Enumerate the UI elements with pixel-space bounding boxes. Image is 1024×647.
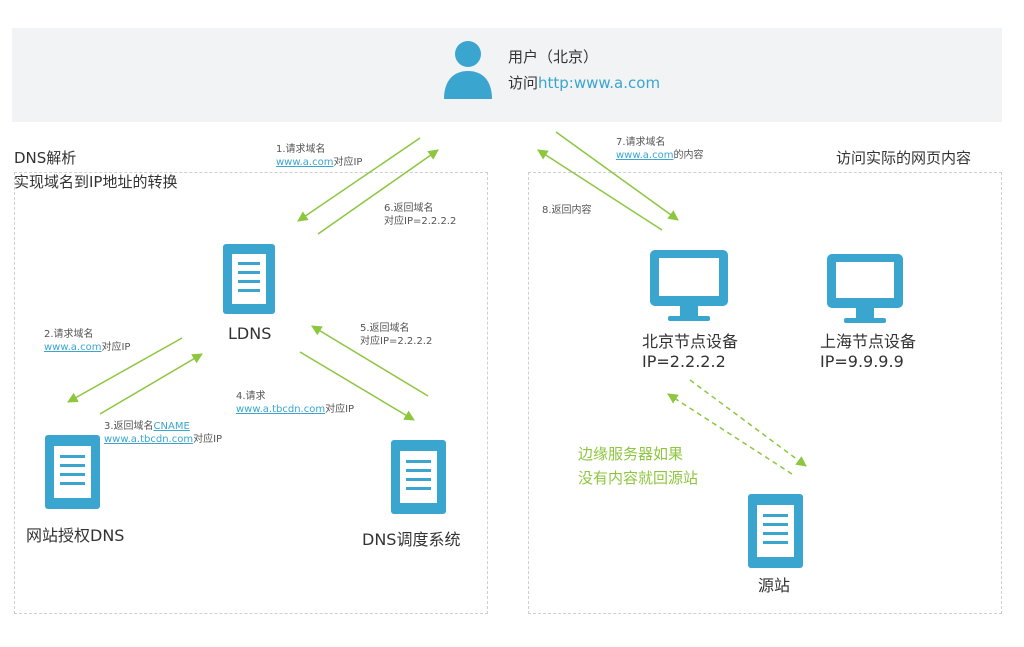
step-2-detail: www.a.com对应IP (44, 341, 130, 354)
edge-fallback-note-line2: 没有内容就回源站 (578, 469, 699, 487)
step-6-title: 6.返回域名 (384, 203, 434, 214)
ldns-label: LDNS (228, 324, 272, 343)
step-3-detail: www.a.tbcdn.com对应IP (104, 433, 222, 446)
step-7-note: 7.请求域名 www.a.com的内容 (616, 136, 703, 162)
arrow-edge-to-origin (689, 379, 807, 467)
arrow-step-3 (99, 353, 203, 415)
step-5-title: 5.返回域名 (360, 323, 410, 334)
user-visit-url[interactable]: http:www.a.com (538, 74, 661, 92)
step-4-link[interactable]: www.a.tbcdn.com (236, 404, 326, 415)
step-4-detail: www.a.tbcdn.com对应IP (236, 403, 354, 416)
step-2-title: 2.请求域名 (44, 329, 94, 340)
step-4-title: 4.请求 (236, 391, 266, 402)
step-2-note: 2.请求域名 www.a.com对应IP (44, 328, 130, 354)
content-panel-title: 访问实际的网页内容 (836, 149, 972, 167)
edge-fallback-note-line1: 边缘服务器如果 (578, 445, 684, 463)
step-1-tail: 对应IP (333, 157, 363, 168)
step-3-link[interactable]: www.a.tbcdn.com (104, 434, 194, 445)
dns-panel-frame (14, 172, 488, 614)
arrow-step-8 (537, 149, 663, 231)
authoritative-dns-server-icon (45, 435, 100, 509)
beijing-monitor-icon (650, 250, 728, 321)
step-2-tail: 对应IP (101, 342, 131, 353)
step-1-note: 1.请求域名 www.a.com对应IP (276, 143, 362, 169)
user-visit-line: 访问http:www.a.com (508, 72, 660, 93)
origin-label: 源站 (758, 576, 791, 595)
shanghai-node-ip: IP=9.9.9.9 (820, 352, 904, 371)
step-8-note: 8.返回内容 (542, 204, 592, 217)
step-3-tail: 对应IP (193, 434, 223, 445)
authoritative-dns-label: 网站授权DNS (26, 526, 125, 545)
step-4-tail: 对应IP (325, 404, 355, 415)
user-header-band (12, 28, 1002, 122)
shanghai-monitor-icon (827, 254, 903, 323)
ldns-server-icon (223, 244, 275, 314)
step-5-detail: 对应IP=2.2.2.2 (360, 336, 433, 347)
dns-panel-title: DNS解析 实现域名到IP地址的转换 (14, 146, 177, 194)
step-7-detail: www.a.com的内容 (616, 149, 703, 162)
beijing-node-ip: IP=2.2.2.2 (642, 352, 726, 371)
user-title: 用户（北京） (508, 48, 599, 66)
dns-panel-title-line1: DNS解析 (14, 149, 77, 167)
arrow-step-4 (299, 351, 415, 421)
edge-fallback-note: 边缘服务器如果 没有内容就回源站 (578, 442, 698, 490)
step-7-tail: 的内容 (673, 150, 704, 161)
step-3-note: 3.返回域名CNAME www.a.tbcdn.com对应IP (104, 420, 222, 446)
step-6-note: 6.返回域名 对应IP=2.2.2.2 (384, 202, 456, 228)
shanghai-node-label: 上海节点设备 (820, 332, 917, 351)
arrow-step-6 (297, 137, 421, 222)
step-6-detail: 对应IP=2.2.2.2 (384, 216, 457, 227)
arrow-step-1 (317, 149, 439, 235)
step-2-link[interactable]: www.a.com (44, 342, 102, 353)
step-1-detail: www.a.com对应IP (276, 156, 362, 169)
step-7-title: 7.请求域名 (616, 137, 666, 148)
user-icon (444, 41, 492, 99)
arrow-origin-to-edge (667, 393, 793, 475)
arrow-step-7 (555, 131, 679, 221)
arrow-step-5 (311, 325, 429, 397)
step-3-cname-link[interactable]: CNAME (153, 421, 190, 432)
step-5-note: 5.返回域名 对应IP=2.2.2.2 (360, 322, 432, 348)
content-panel-frame (528, 172, 1002, 614)
step-4-note: 4.请求 www.a.tbcdn.com对应IP (236, 390, 354, 416)
user-visit-prefix: 访问 (508, 74, 539, 92)
step-7-link[interactable]: www.a.com (616, 150, 674, 161)
dns-dispatch-server-icon (391, 440, 446, 514)
dns-dispatch-label: DNS调度系统 (362, 530, 461, 549)
step-1-link[interactable]: www.a.com (276, 157, 334, 168)
step-1-title: 1.请求域名 (276, 144, 326, 155)
dns-panel-title-line2: 实现域名到IP地址的转换 (14, 173, 178, 191)
origin-server-icon (748, 494, 803, 568)
step-3-title: 3.返回域名CNAME (104, 420, 222, 433)
beijing-node-label: 北京节点设备 (642, 332, 739, 351)
step-8-title: 8.返回内容 (542, 205, 592, 216)
arrow-step-2 (67, 337, 183, 403)
step-3-title-text: 3.返回域名 (104, 421, 154, 432)
